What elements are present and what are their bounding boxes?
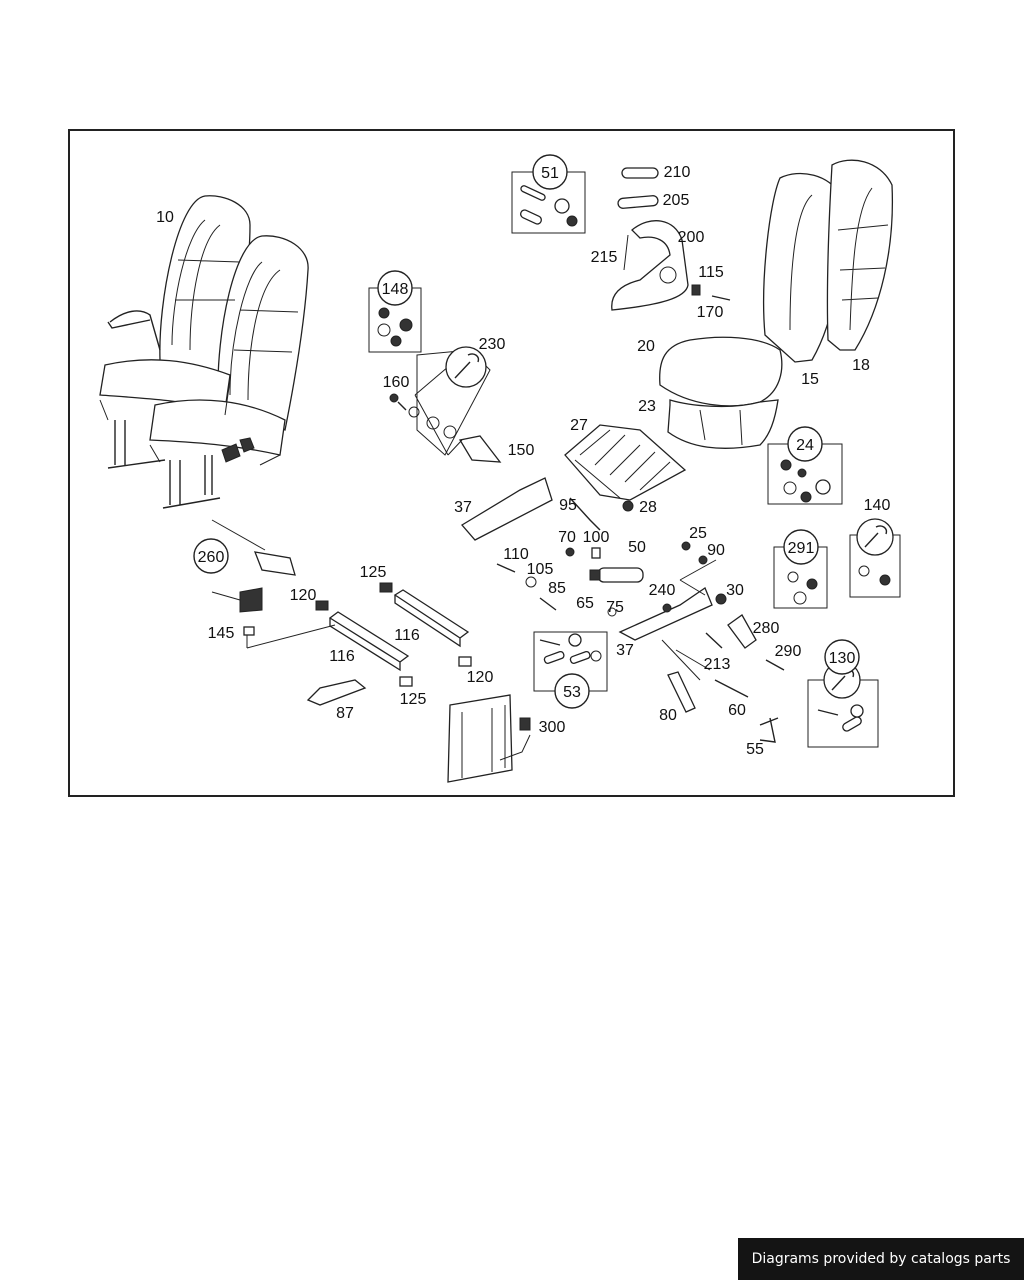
- part-number-p213[interactable]: 213: [704, 656, 731, 673]
- kit-callout-k24[interactable]: 24: [787, 426, 823, 462]
- kit-number: 51: [541, 165, 559, 182]
- part-number-p200[interactable]: 200: [678, 229, 705, 246]
- part-number-p30[interactable]: 30: [726, 582, 744, 599]
- armrest-drawing: [611, 167, 731, 311]
- kit-callout-k51[interactable]: 51: [532, 154, 568, 190]
- kit-callout-k130[interactable]: 130: [824, 639, 860, 675]
- part-number-p290[interactable]: 290: [775, 643, 802, 660]
- part-number-p230[interactable]: 230: [479, 336, 506, 353]
- part-number-p280[interactable]: 280: [753, 620, 780, 637]
- part-number-p50[interactable]: 50: [628, 539, 646, 556]
- kit-circle: [824, 639, 860, 675]
- part-number-p300[interactable]: 300: [539, 719, 566, 736]
- part-number-p15[interactable]: 15: [801, 371, 819, 388]
- part-number-p125b[interactable]: 125: [400, 691, 427, 708]
- part-number-p150[interactable]: 150: [508, 442, 535, 459]
- part-number-p90[interactable]: 90: [707, 542, 725, 559]
- kit-circle: [783, 529, 819, 565]
- part-number-p100[interactable]: 100: [583, 529, 610, 546]
- part-number-p170[interactable]: 170: [697, 304, 724, 321]
- part-number-p10[interactable]: 10: [156, 209, 174, 226]
- part-number-p75[interactable]: 75: [606, 599, 624, 616]
- leader-lines: [211, 354, 717, 681]
- part-number-p215[interactable]: 215: [591, 249, 618, 266]
- brackets-drawing: [461, 477, 779, 743]
- part-number-p70[interactable]: 70: [558, 529, 576, 546]
- cushion-drawing: [659, 336, 783, 449]
- part-number-p210[interactable]: 210: [664, 164, 691, 181]
- part-number-p60[interactable]: 60: [728, 702, 746, 719]
- part-number-p87[interactable]: 87: [336, 705, 354, 722]
- part-number-p18[interactable]: 18: [852, 357, 870, 374]
- kit-circle: [532, 154, 568, 190]
- part-number-p240[interactable]: 240: [649, 582, 676, 599]
- wrench-icon: [445, 346, 487, 388]
- part-number-p120a[interactable]: 120: [290, 587, 317, 604]
- part-number-p27[interactable]: 27: [570, 417, 588, 434]
- part-number-p25[interactable]: 25: [689, 525, 707, 542]
- part-number-p28[interactable]: 28: [639, 499, 657, 516]
- footer-credit: Diagrams provided by catalogs parts: [738, 1238, 1024, 1280]
- rails-drawing: [306, 589, 531, 783]
- kit-callout-k260[interactable]: 260: [193, 538, 229, 574]
- part-number-p65[interactable]: 65: [576, 595, 594, 612]
- kit-number: 148: [382, 281, 409, 298]
- part-number-p115[interactable]: 115: [698, 264, 724, 281]
- seat-assembly-drawing: [99, 195, 309, 509]
- part-number-p116b[interactable]: 116: [329, 648, 355, 665]
- part-number-p37b[interactable]: 37: [616, 642, 634, 659]
- part-number-p120b[interactable]: 120: [467, 669, 494, 686]
- part-number-p205[interactable]: 205: [663, 192, 690, 209]
- part-number-p55[interactable]: 55: [746, 741, 764, 758]
- kit-circle: [554, 673, 590, 709]
- kit-circle: [787, 426, 823, 462]
- wrench-icon: [856, 518, 894, 556]
- kit-number: 24: [796, 437, 814, 454]
- kit-number: 260: [198, 549, 225, 566]
- part-number-p140[interactable]: 140: [864, 497, 891, 514]
- part-number-p95[interactable]: 95: [559, 497, 577, 514]
- kit-circle: [377, 270, 413, 306]
- part-number-p37a[interactable]: 37: [454, 499, 472, 516]
- kit-contents: [377, 185, 891, 732]
- kit-circle: [193, 538, 229, 574]
- part-number-p145[interactable]: 145: [208, 625, 235, 642]
- backrest-drawing: [763, 159, 894, 363]
- kit-number: 291: [788, 540, 815, 557]
- kit-number: 130: [829, 650, 856, 667]
- seat-frame-drawing: [564, 424, 687, 501]
- part-number-p125a[interactable]: 125: [360, 564, 387, 581]
- kit-callout-k291[interactable]: 291: [783, 529, 819, 565]
- kit-number-layer: 51 148 24 291 260 53 130: [193, 154, 860, 709]
- hardware-drawing: [239, 393, 785, 698]
- kit-number: 53: [563, 684, 581, 701]
- part-number-layer: 10 18 15 20 23 27 28 210 205 200 215 115 170 230 160 15…: [156, 164, 890, 758]
- part-number-p23[interactable]: 23: [638, 398, 656, 415]
- parts-diagram-frame: [68, 129, 955, 797]
- kit-callout-k148[interactable]: 148: [377, 270, 413, 306]
- part-number-p110[interactable]: 110: [503, 546, 529, 563]
- part-number-p160[interactable]: 160: [383, 374, 410, 391]
- part-number-p116a[interactable]: 116: [394, 627, 420, 644]
- part-number-p85[interactable]: 85: [548, 580, 566, 597]
- part-number-p80[interactable]: 80: [659, 707, 677, 724]
- part-number-p20[interactable]: 20: [637, 338, 655, 355]
- kit-callout-k53[interactable]: 53: [554, 673, 590, 709]
- part-number-p105[interactable]: 105: [527, 561, 554, 578]
